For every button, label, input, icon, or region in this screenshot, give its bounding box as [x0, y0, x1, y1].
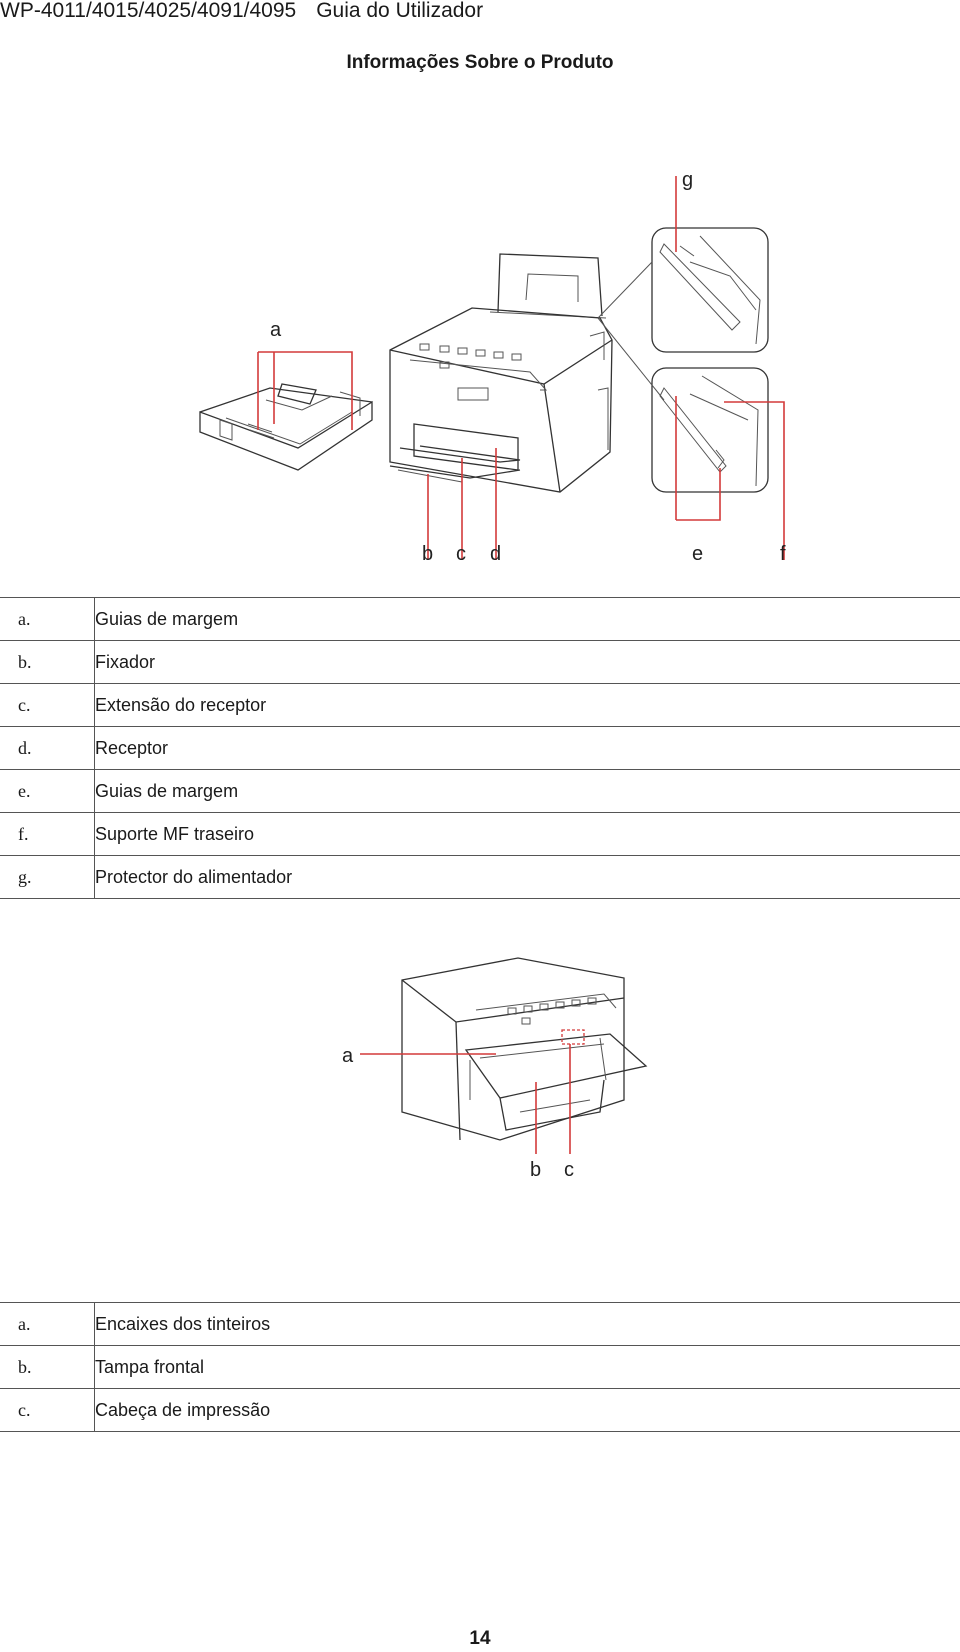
- section-title: Informações Sobre o Produto: [346, 52, 614, 73]
- row-value: Cabeça de impressão: [94, 1388, 960, 1432]
- control-panel-buttons: [507, 997, 597, 1025]
- row-key: b.: [0, 640, 95, 684]
- table-row: c. Cabeça de impressão: [0, 1388, 960, 1432]
- table-row: b. Tampa frontal: [0, 1345, 960, 1389]
- table-row: a. Guias de margem: [0, 597, 960, 641]
- callout-e: e: [692, 543, 703, 565]
- row-key: c.: [0, 683, 95, 727]
- parts-legend-table-1: a. Guias de margem b. Fixador c. Extensã…: [0, 597, 960, 899]
- header-guide-title: Guia do Utilizador: [316, 0, 484, 22]
- callout-a: a: [270, 319, 282, 341]
- table-row: c. Extensão do receptor: [0, 683, 960, 727]
- row-value: Extensão do receptor: [94, 683, 960, 727]
- row-value: Suporte MF traseiro: [94, 812, 960, 856]
- row-key: f.: [0, 812, 95, 856]
- control-panel-buttons: [419, 343, 522, 369]
- row-key: g.: [0, 855, 95, 899]
- row-key: a.: [0, 1302, 95, 1346]
- table-row: a. Encaixes dos tinteiros: [0, 1302, 960, 1346]
- callout-d: d: [490, 543, 501, 565]
- row-value: Tampa frontal: [94, 1345, 960, 1389]
- callout-b: b: [530, 1159, 541, 1181]
- row-value: Protector do alimentador: [94, 855, 960, 899]
- parts-legend-table-2: a. Encaixes dos tinteiros b. Tampa front…: [0, 1302, 960, 1432]
- row-key: a.: [0, 597, 95, 641]
- printer-illustration: [389, 253, 613, 493]
- row-value: Guias de margem: [94, 597, 960, 641]
- row-value: Guias de margem: [94, 769, 960, 813]
- callout-a: a: [342, 1045, 354, 1067]
- row-value: Fixador: [94, 640, 960, 684]
- row-value: Encaixes dos tinteiros: [94, 1302, 960, 1346]
- printer-front-illustration: [401, 957, 648, 1141]
- paper-cassette-illustration: [199, 383, 373, 471]
- feeder-guard-detail-inset: [651, 227, 769, 353]
- running-header: WP-4011/4015/4025/4091/4095 Guia do Utili…: [0, 0, 483, 22]
- table-row: e. Guias de margem: [0, 769, 960, 813]
- row-key: d.: [0, 726, 95, 770]
- callout-g: g: [682, 169, 693, 191]
- row-key: c.: [0, 1388, 95, 1432]
- printer-parts-figure: a b c d e f g: [199, 169, 786, 565]
- row-value: Receptor: [94, 726, 960, 770]
- header-model: WP-4011/4015/4025/4091/4095: [0, 0, 297, 22]
- row-key: e.: [0, 769, 95, 813]
- printer-front-open-figure: a b c: [342, 957, 648, 1181]
- callout-f: f: [780, 543, 786, 565]
- table-row: d. Receptor: [0, 726, 960, 770]
- page-number: 14: [469, 1628, 491, 1649]
- rear-mf-support-detail-inset: [651, 367, 769, 493]
- row-key: b.: [0, 1345, 95, 1389]
- table-row: f. Suporte MF traseiro: [0, 812, 960, 856]
- table-row: b. Fixador: [0, 640, 960, 684]
- table-row: g. Protector do alimentador: [0, 855, 960, 899]
- callout-c: c: [564, 1159, 574, 1181]
- callout-c: c: [456, 543, 466, 565]
- callout-b: b: [422, 543, 433, 565]
